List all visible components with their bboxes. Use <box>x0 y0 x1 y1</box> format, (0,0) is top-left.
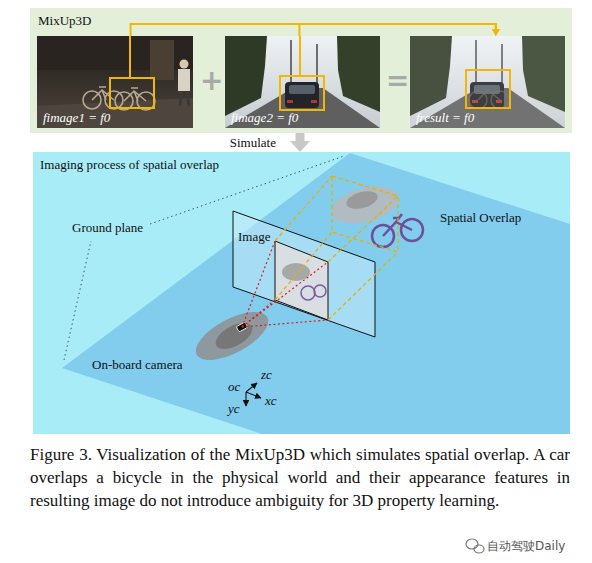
wechat-icon <box>466 539 478 549</box>
overlap-label: Spatial Overlap <box>440 210 521 225</box>
figure-caption: Figure 3. Visualization of the MixUp3D w… <box>30 443 570 512</box>
result-image <box>469 90 509 109</box>
panel-heading: Imaging process of spatial overlap <box>40 157 219 172</box>
projection-ray <box>328 196 398 262</box>
mixup-link <box>299 24 495 36</box>
input-image-bicycles <box>187 91 189 106</box>
input-image-bicycles <box>110 78 154 108</box>
input-image-car <box>299 36 301 76</box>
result-image <box>410 36 565 128</box>
ego-car <box>189 302 276 370</box>
edge-label: Simulate <box>230 135 276 150</box>
watermark: 自动驾驶Daily <box>487 539 565 554</box>
image-label: Image <box>238 229 270 244</box>
ego-car <box>212 318 257 354</box>
ground-plane <box>62 153 570 434</box>
input-image-bicycles <box>178 69 190 91</box>
input-image-car <box>280 76 324 110</box>
input-image-bicycles <box>124 88 146 101</box>
camera-ray <box>242 241 275 327</box>
projection-ray <box>328 252 398 320</box>
camera-axes <box>246 383 257 392</box>
input-image-bicycles <box>150 40 174 80</box>
projection-ray <box>275 176 398 320</box>
axis-label: zc <box>261 367 272 382</box>
overlap-objects <box>328 180 423 247</box>
ground-plane <box>150 156 344 224</box>
ground-plane <box>62 153 570 434</box>
camera-ray <box>242 300 275 327</box>
input-image-car <box>225 36 380 128</box>
result-image <box>478 90 500 100</box>
axis-label: yc <box>228 401 240 416</box>
input-image-bicycles <box>180 60 189 69</box>
equals-sign: = <box>386 66 409 96</box>
camera-ray <box>242 262 328 327</box>
feature-label: fimage1 = f0 <box>43 110 110 125</box>
input-image-bicycles <box>83 87 155 110</box>
overlap-objects <box>344 188 379 212</box>
input-image-car <box>225 36 380 128</box>
projection-ray <box>275 232 332 300</box>
camera-axes <box>245 392 246 406</box>
projection-ray <box>275 176 332 241</box>
wechat-icon <box>466 539 484 553</box>
image-plane <box>282 263 310 281</box>
camera-ray <box>242 241 328 327</box>
projection-ray <box>332 176 398 252</box>
ego-car <box>189 302 276 370</box>
image-plane <box>275 241 328 320</box>
camera-label: On-board camera <box>92 357 183 372</box>
feature-label: fresult = f0 <box>416 110 474 125</box>
input-image-bicycles <box>37 36 193 128</box>
simulate-arrow <box>296 133 305 141</box>
input-image-bicycles <box>180 91 181 106</box>
feature-label: fimage2 = f0 <box>231 110 298 125</box>
input-image-bicycles <box>37 36 193 128</box>
wechat-icon <box>474 545 484 553</box>
ground-plane <box>64 241 91 360</box>
plane-label: Ground plane <box>72 220 143 235</box>
axis-label: oc <box>228 379 240 394</box>
plus-sign: + <box>200 66 223 96</box>
image-plane <box>314 285 326 297</box>
result-image <box>410 36 566 128</box>
axis-label: xc <box>265 393 277 408</box>
camera-axes <box>246 383 261 406</box>
camera-ray <box>242 320 328 327</box>
image-plane <box>301 286 315 300</box>
image-plane <box>233 211 375 337</box>
camera-axes <box>246 392 261 398</box>
overlap-objects <box>328 180 402 230</box>
result-image <box>466 70 510 108</box>
input-image-bicycles <box>129 36 131 78</box>
panel-heading: MixUp3D <box>38 13 91 28</box>
result-image <box>410 36 566 128</box>
image-plane <box>233 211 375 337</box>
mixup-link <box>131 24 496 36</box>
